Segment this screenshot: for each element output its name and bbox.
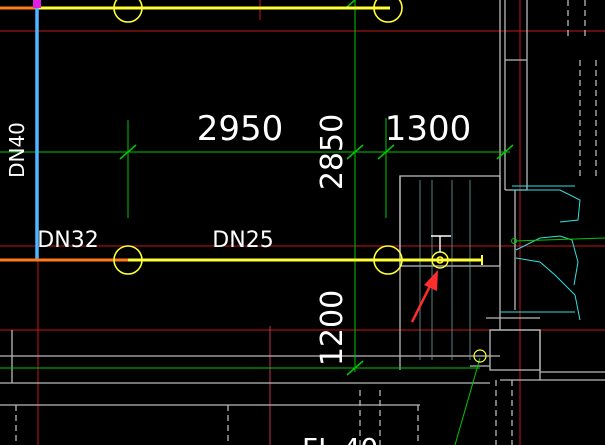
- pipe-fittings[interactable]: [113, 0, 517, 363]
- fitting-circle-top-right[interactable]: [373, 0, 403, 23]
- dimension-label-1200: 1200: [315, 290, 350, 366]
- pipe-node-marker: [33, 0, 41, 8]
- valve-symbol: [431, 235, 451, 252]
- floor-label-partial: FL 40: [302, 432, 378, 445]
- drain-circle[interactable]: [473, 349, 487, 363]
- fitting-circle-top-left[interactable]: [113, 0, 143, 23]
- pipe-label-dn32: DN32: [37, 228, 98, 253]
- fitting-circle-right[interactable]: [373, 245, 403, 275]
- pipe-label-dn25: DN25: [212, 228, 273, 253]
- pipe-label-dn40: DN40: [5, 122, 29, 178]
- valve-center: [436, 256, 444, 264]
- annotation-arrow: [410, 270, 438, 323]
- dimension-label-1300: 1300: [385, 109, 472, 149]
- dimension-label-2950: 2950: [197, 109, 284, 149]
- cyan-fixture-detail: [500, 185, 581, 321]
- dimension-label-2850: 2850: [315, 114, 350, 190]
- fitting-circle-left[interactable]: [113, 245, 143, 275]
- pipe-network: [0, 6, 483, 265]
- box-hatch-lines: [419, 180, 471, 360]
